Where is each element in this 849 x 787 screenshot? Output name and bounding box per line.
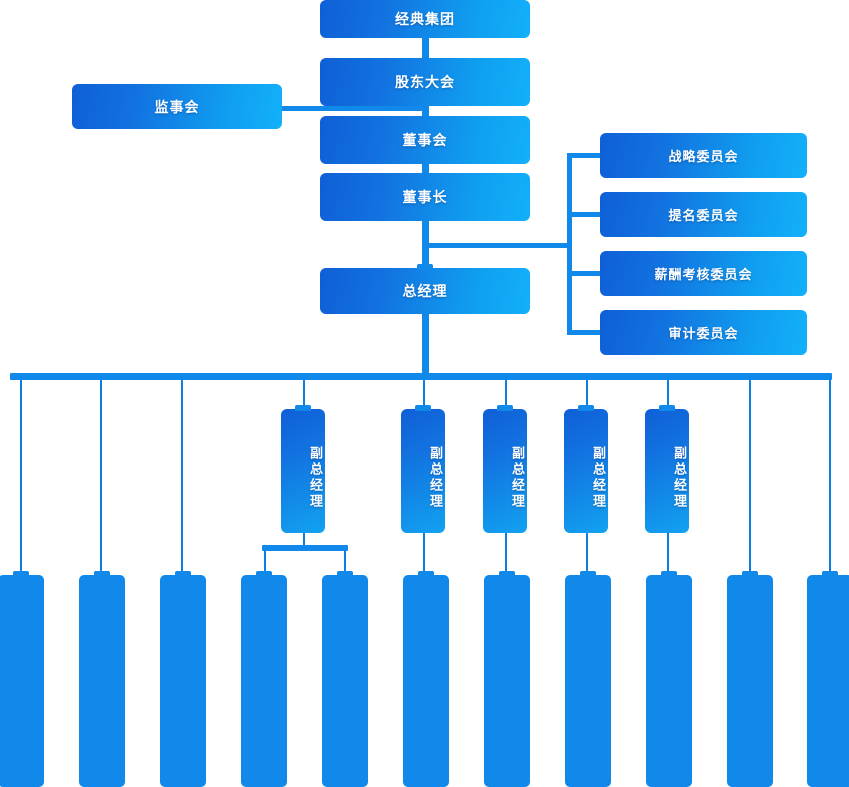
- node-general-manager-label: 总经理: [402, 283, 448, 299]
- connector-supervisory-to-spine: [278, 106, 426, 111]
- main-distribution-bus: [10, 373, 832, 380]
- drop-line-deputy-gm-4: [586, 378, 588, 411]
- deputy-gm-1-sub-bus: [262, 545, 348, 551]
- node-deputy-gm-2-label: 副总经理: [428, 446, 443, 510]
- connector-spine-to-committee-bus: [422, 243, 572, 248]
- node-compensation-committee[interactable]: 薪酬考核委员会: [600, 251, 807, 296]
- node-department-1-notch: [13, 571, 29, 577]
- drop-line-department-1: [20, 378, 22, 576]
- drop-line-deputy-gm-2: [423, 378, 425, 411]
- node-shareholders-meeting-label: 股东大会: [395, 74, 455, 90]
- connector-gm-to-bus: [422, 313, 429, 378]
- drop-line-department-2: [100, 378, 102, 576]
- drop-line-deputy-gm-3: [505, 378, 507, 411]
- connector-to-audit-committee: [567, 330, 603, 335]
- connector-deputy-gm-1-to-subbus: [303, 531, 305, 547]
- node-chairman-label: 董事长: [402, 189, 448, 205]
- node-department-1[interactable]: [0, 571, 44, 787]
- node-deputy-gm-3-notch: [497, 405, 513, 411]
- node-department-11[interactable]: [807, 571, 849, 787]
- node-board-of-directors-label: 董事会: [402, 132, 448, 148]
- node-deputy-gm-5-notch: [659, 405, 675, 411]
- node-department-3[interactable]: [160, 571, 206, 787]
- drop-line-department-12: [829, 378, 831, 576]
- drop-line-department-10: [667, 531, 669, 576]
- connector-to-compensation-committee: [567, 271, 603, 276]
- node-group-label: 经典集团: [395, 11, 455, 27]
- node-department-4[interactable]: [241, 571, 287, 787]
- node-deputy-gm-3-label: 副总经理: [510, 446, 525, 510]
- node-strategy-committee-label: 战略委员会: [668, 149, 739, 164]
- node-deputy-gm-3[interactable]: 副总经理: [483, 405, 527, 533]
- node-audit-committee[interactable]: 审计委员会: [600, 310, 807, 355]
- node-department-4-notch: [256, 571, 272, 577]
- node-department-5-notch: [337, 571, 353, 577]
- node-department-3-notch: [175, 571, 191, 577]
- node-department-7-notch: [499, 571, 515, 577]
- drop-line-deputy-gm-5: [667, 378, 669, 411]
- node-department-8[interactable]: [565, 571, 611, 787]
- committee-vertical-bus: [567, 153, 572, 335]
- node-department-8-notch: [580, 571, 596, 577]
- node-deputy-gm-4-notch: [578, 405, 594, 411]
- node-department-10-notch: [742, 571, 758, 577]
- node-supervisory-board[interactable]: 监事会: [72, 84, 282, 129]
- node-department-2[interactable]: [79, 571, 125, 787]
- drop-line-department-8: [505, 531, 507, 576]
- node-deputy-gm-2[interactable]: 副总经理: [401, 405, 445, 533]
- drop-line-department-3: [181, 378, 183, 576]
- connector-group-to-shareholders: [422, 36, 429, 68]
- node-department-11-notch: [822, 571, 838, 577]
- node-deputy-gm-4-label: 副总经理: [591, 446, 606, 510]
- node-shareholders-meeting[interactable]: 股东大会: [320, 58, 530, 106]
- node-department-7[interactable]: [484, 571, 530, 787]
- drop-line-department-4b: [264, 550, 266, 576]
- node-general-manager[interactable]: 总经理: [320, 264, 530, 314]
- node-deputy-gm-2-notch: [415, 405, 431, 411]
- node-audit-committee-label: 审计委员会: [668, 326, 739, 341]
- node-department-10[interactable]: [727, 571, 773, 787]
- node-nomination-committee-label: 提名委员会: [668, 208, 739, 223]
- node-strategy-committee[interactable]: 战略委员会: [600, 133, 807, 178]
- node-department-5[interactable]: [322, 571, 368, 787]
- node-compensation-committee-label: 薪酬考核委员会: [654, 267, 753, 282]
- node-nomination-committee[interactable]: 提名委员会: [600, 192, 807, 237]
- node-general-manager-notch: [417, 264, 433, 270]
- drop-line-department-7: [423, 531, 425, 576]
- connector-to-nomination-committee: [567, 212, 603, 217]
- node-department-9-notch: [661, 571, 677, 577]
- node-deputy-gm-1[interactable]: 副总经理: [281, 405, 325, 533]
- drop-line-department-9: [586, 531, 588, 576]
- node-group[interactable]: 经典集团: [320, 0, 530, 38]
- node-department-6-notch: [418, 571, 434, 577]
- connector-to-strategy-committee: [567, 153, 603, 158]
- node-department-9[interactable]: [646, 571, 692, 787]
- node-department-6[interactable]: [403, 571, 449, 787]
- node-board-of-directors[interactable]: 董事会: [320, 116, 530, 164]
- node-department-2-notch: [94, 571, 110, 577]
- node-deputy-gm-1-notch: [295, 405, 311, 411]
- drop-line-department-11: [749, 378, 751, 576]
- node-deputy-gm-5[interactable]: 副总经理: [645, 405, 689, 533]
- node-chairman[interactable]: 董事长: [320, 173, 530, 221]
- drop-line-deputy-gm-1: [303, 378, 305, 411]
- node-supervisory-board-label: 监事会: [154, 98, 200, 115]
- node-deputy-gm-4[interactable]: 副总经理: [564, 405, 608, 533]
- node-deputy-gm-5-label: 副总经理: [672, 446, 687, 510]
- node-deputy-gm-1-label: 副总经理: [308, 446, 323, 510]
- drop-line-department-5b: [344, 550, 346, 576]
